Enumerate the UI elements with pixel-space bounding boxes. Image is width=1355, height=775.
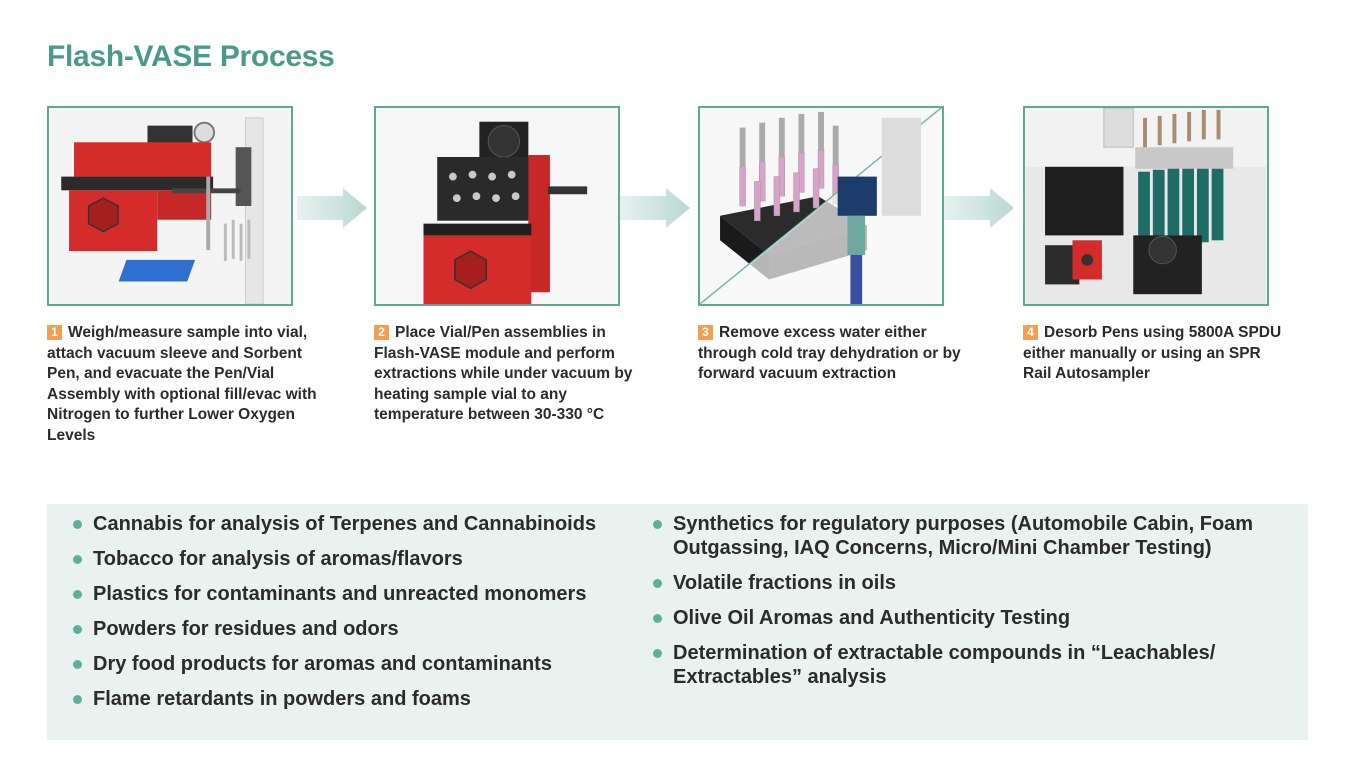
step-number-badge: 4 [1023,325,1038,340]
list-item: Cannabis for analysis of Terpenes and Ca… [67,512,657,536]
list-item: Synthetics for regulatory purposes (Auto… [647,512,1287,560]
step-number-badge: 3 [698,325,713,340]
applications-panel: Cannabis for analysis of Terpenes and Ca… [47,504,1308,740]
step-number-badge: 2 [374,325,389,340]
applications-list-right: Synthetics for regulatory purposes (Auto… [647,512,1287,700]
applications-list-left: Cannabis for analysis of Terpenes and Ca… [67,512,657,722]
step-number-badge: 1 [47,325,62,340]
list-item: Determination of extractable compounds i… [647,641,1287,689]
list-item: Tobacco for analysis of aromas/flavors [67,547,657,571]
step-4-image [1023,106,1269,306]
list-item: Volatile fractions in oils [647,571,1287,595]
page-title: Flash-VASE Process [47,40,335,73]
list-item: Powders for residues and odors [67,617,657,641]
step-1-image [47,106,293,306]
step-3-image [698,106,944,306]
flash-vase-station-with-vial-rack-image [49,108,291,304]
step-4-text: Desorb Pens using 5800A SPDU either manu… [1023,324,1282,382]
arrow-1 [297,188,367,228]
cold-tray-and-vacuum-extraction-image [700,108,942,304]
list-item: Flame retardants in powders and foams [67,687,657,711]
step-3-text: Remove excess water either through cold … [698,324,961,382]
list-item: Plastics for contaminants and unreacted … [67,582,657,606]
arrow-3 [944,188,1014,228]
arrow-2 [620,188,690,228]
step-2-image [374,106,620,306]
step-2-text: Place Vial/Pen assemblies in Flash-VASE … [374,324,633,423]
list-item: Dry food products for aromas and contami… [67,652,657,676]
step-1-text: Weigh/measure sample into vial, attach v… [47,324,317,444]
list-item: Olive Oil Aromas and Authenticity Testin… [647,606,1287,630]
flash-vase-module-image [376,108,618,304]
spdu-autosampler-image [1025,108,1267,304]
